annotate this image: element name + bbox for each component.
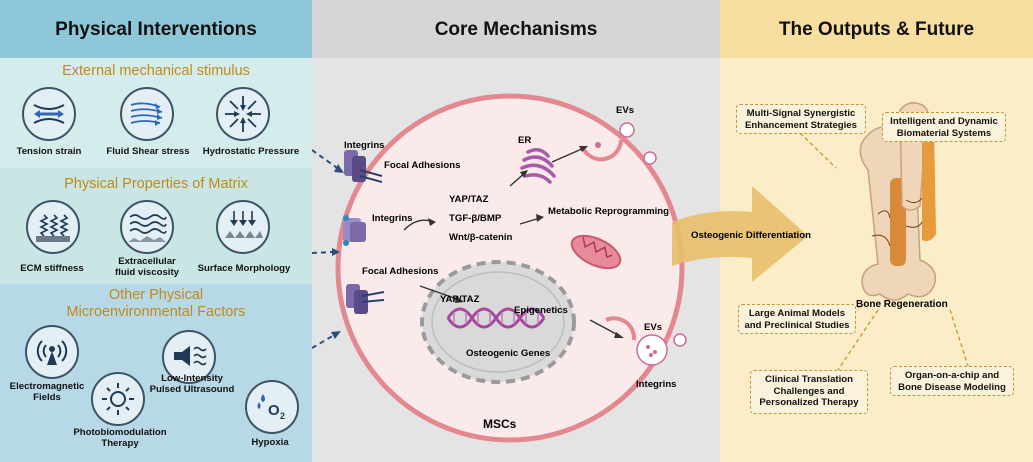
fluid-viscosity-label: Extracellular fluid viscosity xyxy=(115,256,179,278)
er-label: ER xyxy=(518,135,531,146)
hydrostatic-pressure-label: Hydrostatic Pressure xyxy=(202,146,300,157)
left-header-band xyxy=(0,0,312,58)
ultrasound-label: Low-Intensity Pulsed Ultrasound xyxy=(149,373,235,395)
hydrostatic-pressure-icon xyxy=(216,87,270,141)
svg-text:2: 2 xyxy=(280,411,285,421)
electromagnetic-label: Electromagnetic Fields xyxy=(9,381,85,403)
evs-bottom-label: EVs xyxy=(644,322,662,333)
tension-strain-icon xyxy=(22,87,76,141)
fluid-shear-label: Fluid Shear stress xyxy=(106,146,190,157)
future-box-biomaterial: Intelligent and Dynamic Biomaterial Syst… xyxy=(882,112,1006,142)
middle-header: Core Mechanisms xyxy=(434,19,598,40)
surface-morphology-icon xyxy=(216,200,270,254)
mitochondrion-icon xyxy=(570,234,622,270)
epigenetics-label: Epigenetics xyxy=(514,305,568,316)
wnt-label: Wnt/β-catenin xyxy=(449,232,513,243)
surface-morphology-label: Surface Morphology xyxy=(197,263,291,274)
ev-bottom-icon xyxy=(605,316,687,366)
physical-interventions-panel: Physical Interventions External mechanic… xyxy=(0,0,312,462)
photobiomodulation-label: Photobiomodulation Therapy xyxy=(73,427,167,449)
ultrasound-icon xyxy=(162,330,216,384)
evs-top-label: EVs xyxy=(616,105,634,116)
ecm-stiffness-label: ECM stiffness xyxy=(20,263,84,274)
osteogenic-differentiation-label: Osteogenic Differentiation xyxy=(691,230,811,241)
future-box-organ-chip: Organ-on-a-chip and Bone Disease Modelin… xyxy=(890,366,1014,396)
matrix-properties-title: Physical Properties of Matrix xyxy=(64,176,248,192)
bone-regeneration-label: Bone Regeneration xyxy=(856,299,948,310)
dna-helix-icon xyxy=(446,307,546,329)
future-box-animal-models: Large Animal Models and Preclinical Stud… xyxy=(738,304,856,334)
er-icon xyxy=(520,148,556,184)
input-arrow-mid xyxy=(312,251,335,254)
sun-icon xyxy=(91,372,145,426)
mscs-label: MSCs xyxy=(483,417,517,431)
nucleus-yap-label: YAP/TAZ xyxy=(440,294,480,305)
electromagnetic-icon xyxy=(25,325,79,379)
external-stimulus-title: External mechanical stimulus xyxy=(62,63,250,79)
ecm-stiffness-icon xyxy=(26,200,80,254)
future-box-synergistic: Multi-Signal Synergistic Enhancement Str… xyxy=(736,104,866,134)
focal-adhesions-top-label: Focal Adhesions xyxy=(384,160,460,171)
input-arrow-bottom xyxy=(312,333,337,349)
osteogenic-genes-label: Osteogenic Genes xyxy=(466,348,550,359)
tension-strain-label: Tension strain xyxy=(16,146,82,157)
integrin-receptor-mid xyxy=(343,215,366,246)
focal-adhesions-bottom-label: Focal Adhesions xyxy=(362,266,438,277)
osteogenic-arrow xyxy=(672,186,808,282)
other-factors-title: Other Physical Microenvironmental Factor… xyxy=(66,287,246,320)
yap-taz-label: YAP/TAZ xyxy=(449,194,489,205)
hypoxia-label: Hypoxia xyxy=(251,437,289,448)
integrins-mid-label: Integrins xyxy=(372,213,413,224)
integrins-top-label: Integrins xyxy=(344,140,385,151)
integrin-receptor-bottom xyxy=(346,284,385,314)
input-arrow-top xyxy=(312,149,341,171)
focal-nucleus-arrow xyxy=(419,285,461,301)
o2-text: O xyxy=(268,402,280,419)
right-header: The Outputs & Future xyxy=(778,19,975,40)
integrins-bottom-label: Integrins xyxy=(636,379,677,390)
tgf-beta-label: TGF-β/BMP xyxy=(449,213,502,224)
cell-diagram: Integrins Focal Adhesions Integrins YAP/… xyxy=(312,93,687,443)
future-box-clinical: Clinical Translation Challenges and Pers… xyxy=(750,370,868,414)
ev-top-arrow xyxy=(551,147,585,163)
right-header-band xyxy=(720,0,1033,58)
ev-top-icon xyxy=(581,122,657,165)
integrin-receptor-top xyxy=(344,150,383,183)
fluid-shear-icon xyxy=(120,87,174,141)
metabolic-label: Metabolic Reprogramming xyxy=(548,206,669,217)
left-header: Physical Interventions xyxy=(55,19,257,40)
ev-bottom-arrow xyxy=(589,319,621,337)
middle-header-band xyxy=(312,0,720,58)
fluid-viscosity-icon xyxy=(120,200,174,254)
